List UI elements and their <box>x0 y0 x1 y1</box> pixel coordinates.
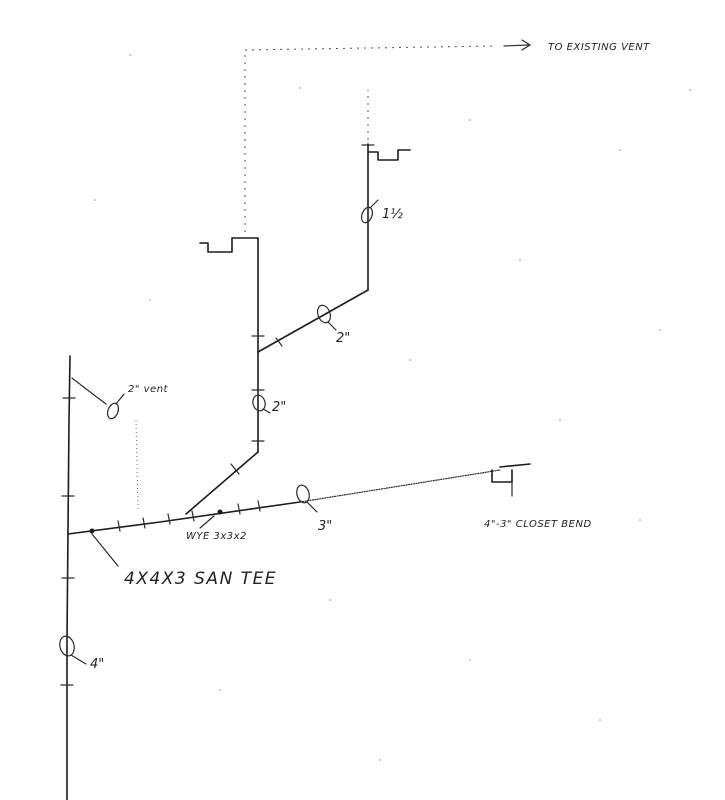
size-marker-1-5-inch <box>360 199 379 224</box>
size-marker-2-inch-vent <box>106 393 125 420</box>
san-tee-label: 4X4X3 SAN TEE <box>124 569 277 589</box>
size-marker-2-inch-upper <box>316 304 337 331</box>
vent-drop-dotted <box>135 419 139 511</box>
size-label-2-inch-upper: 2" <box>336 331 350 346</box>
to-existing-vent-label: TO EXISTING VENT <box>548 42 650 53</box>
size-label-2-inch-lower: 2" <box>272 400 286 415</box>
wye-branch-2-inch <box>185 451 259 515</box>
horizontal-drain-3-inch <box>67 469 501 535</box>
vent-runs-dashed <box>244 39 532 232</box>
closet-bend-label: 4"-3" CLOSET BEND <box>484 519 592 530</box>
wye-label: WYE 3x3x2 <box>186 531 247 542</box>
trap-fitting-upper-right <box>367 149 411 161</box>
san-tee-leader <box>91 533 119 567</box>
closet-bend-fitting <box>491 463 531 497</box>
paper-specks <box>94 54 691 761</box>
wye-leader <box>199 515 215 529</box>
size-label-1-5-inch: 1½ <box>382 207 403 222</box>
size-label-3-inch: 3" <box>318 519 332 534</box>
vertical-vent-1-5-inch <box>361 143 375 291</box>
branch-arm-2-inch <box>257 289 369 353</box>
size-marker-4-inch <box>59 635 87 665</box>
size-marker-3-inch <box>296 484 318 513</box>
trap-fitting-upper-left <box>199 237 259 253</box>
vent-arc <box>71 377 107 405</box>
vent-label-2-inch: 2" vent <box>128 384 169 395</box>
vertical-stack-2-inch <box>251 237 265 453</box>
main-stack-4-inch <box>60 355 76 800</box>
size-label-4-inch: 4" <box>90 657 104 672</box>
size-marker-2-inch-lower <box>252 394 271 414</box>
